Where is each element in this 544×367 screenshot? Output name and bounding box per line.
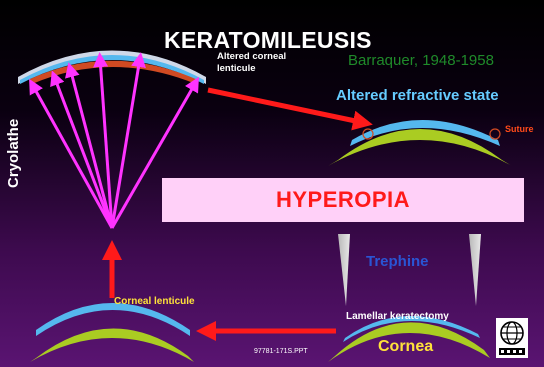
corneal-lenticule-label: Corneal lenticule bbox=[114, 296, 195, 307]
suture-label: Suture bbox=[505, 124, 534, 134]
slide-title: KERATOMILEUSIS bbox=[164, 27, 372, 54]
globe-logo-icon bbox=[496, 318, 528, 358]
hyperopia-label: HYPEROPIA bbox=[162, 187, 524, 213]
cryolathe-label: Cryolathe bbox=[5, 119, 22, 188]
suture-mark-right bbox=[490, 129, 500, 139]
trephine-blades bbox=[338, 234, 481, 306]
cornea-label: Cornea bbox=[378, 338, 433, 356]
bottom-left-cornea bbox=[30, 303, 194, 362]
slide-id: 97781-171S.PPT bbox=[254, 348, 308, 355]
lamellar-keratectomy-label: Lamellar keratectomy bbox=[346, 311, 449, 322]
altered-lenticule-label: Altered corneal lenticule bbox=[217, 51, 327, 75]
author-credit: Barraquer, 1948-1958 bbox=[348, 52, 494, 69]
trephine-label: Trephine bbox=[366, 253, 429, 270]
altered-lenticule-lens bbox=[18, 51, 206, 85]
sutured-cornea bbox=[328, 120, 512, 166]
refractive-state-label: Altered refractive state bbox=[336, 87, 499, 104]
